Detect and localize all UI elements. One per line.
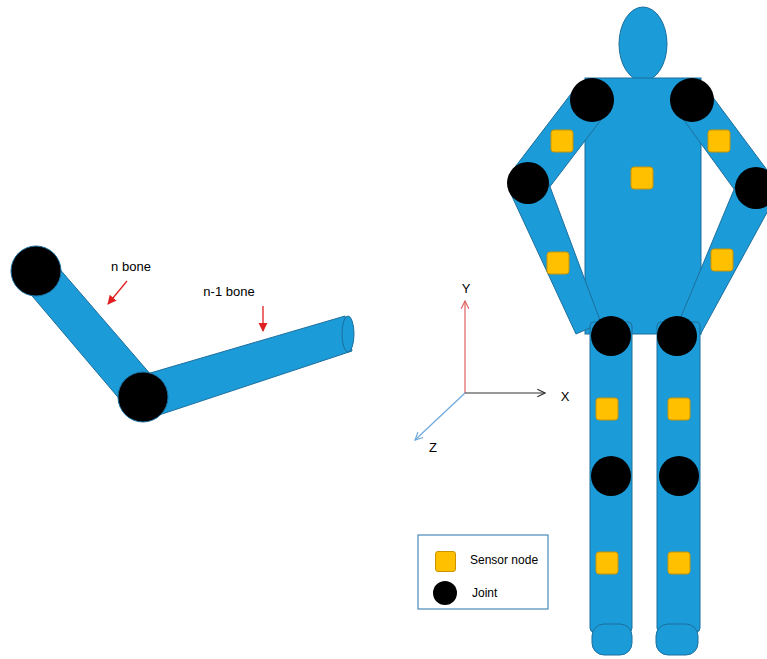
sensor-node [708, 130, 730, 152]
x-axis [465, 392, 545, 393]
joint [735, 167, 767, 209]
foot [592, 624, 632, 655]
joint [670, 78, 714, 122]
foot [656, 624, 698, 655]
axis-label: Z [429, 441, 437, 455]
joint [11, 246, 61, 296]
legend-swatch [435, 551, 456, 572]
sensor-node [551, 130, 573, 152]
joint [591, 456, 631, 496]
bone-label: n bone [111, 260, 151, 274]
n-1-bone [140, 316, 352, 418]
y-axis [464, 301, 465, 393]
joint [118, 372, 168, 422]
legend-swatch [433, 581, 457, 605]
legend-frame [418, 535, 548, 609]
legend-text: Joint [472, 587, 497, 600]
z-axis [415, 393, 465, 440]
leg [657, 322, 700, 632]
sensor-node [596, 398, 618, 420]
joint [591, 316, 631, 356]
head [619, 7, 667, 81]
sensor-node [596, 552, 618, 574]
sensor-node [547, 252, 569, 274]
bone-label: n-1 bone [203, 285, 254, 299]
leader-arrow [108, 281, 127, 304]
bone-end [342, 316, 354, 352]
joint [507, 162, 549, 204]
bone-pair [11, 246, 354, 422]
joint [659, 456, 699, 496]
leg [590, 322, 632, 632]
sensor-node [668, 552, 690, 574]
axis-label: X [561, 390, 570, 404]
joint [657, 316, 697, 356]
legend-text: Sensor node [470, 554, 538, 567]
axis-label: Y [462, 282, 471, 296]
leader-arrow [262, 306, 263, 331]
sensor-node [711, 249, 733, 271]
sensor-node [668, 398, 690, 420]
sensor-node [631, 167, 653, 189]
joint [570, 78, 614, 122]
